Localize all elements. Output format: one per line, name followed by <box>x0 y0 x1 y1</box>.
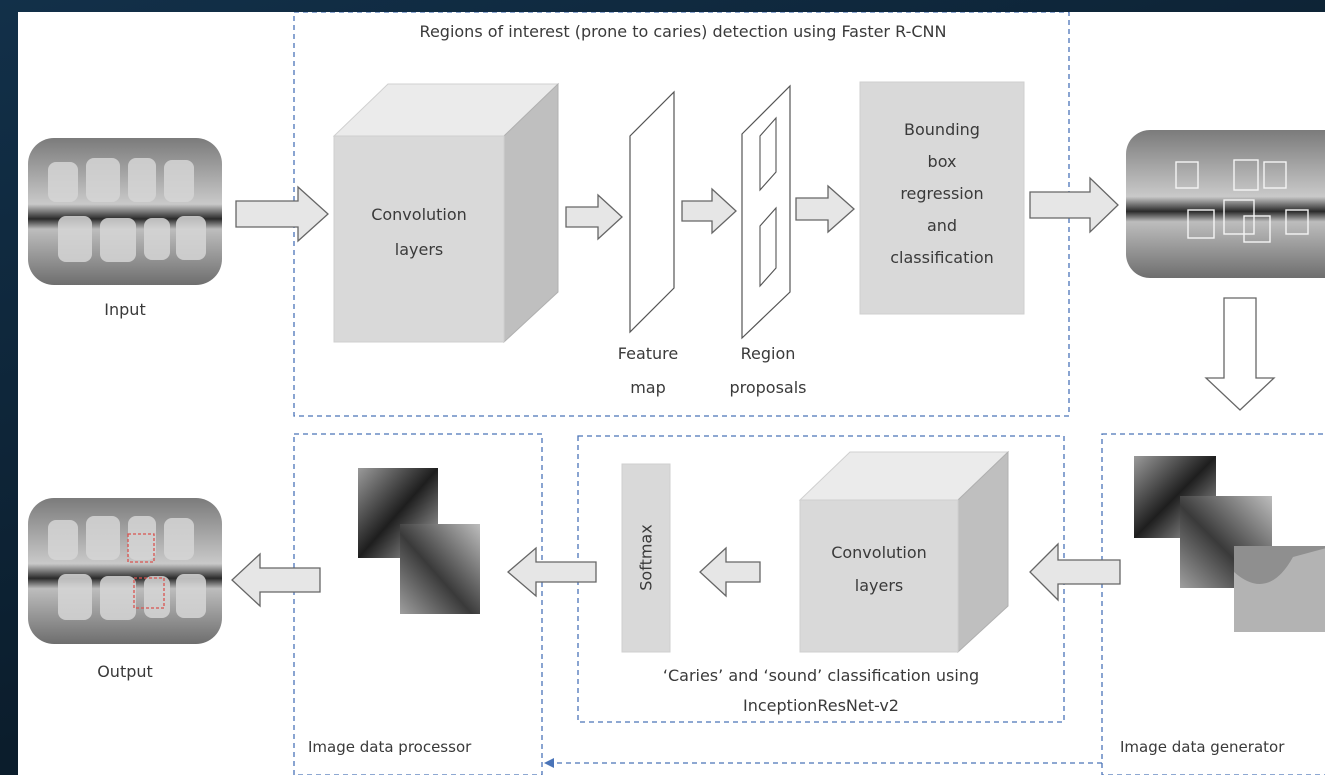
arrow-input-to-conv <box>235 185 329 243</box>
generator-label: Image data generator <box>1120 738 1285 756</box>
arrow-conv-to-softmax <box>699 546 761 598</box>
output-label: Output <box>97 662 153 681</box>
generator-patches <box>1134 456 1325 632</box>
processor-label: Image data processor <box>308 738 472 756</box>
bbox-label-line-3: regression <box>900 184 984 203</box>
arrow-processor-to-output <box>231 552 321 608</box>
frcnn-title: Regions of interest (prone to caries) de… <box>419 22 947 41</box>
feature-map-label-line-1: Feature <box>617 344 679 363</box>
region-proposals-shape <box>741 84 791 340</box>
feedback-dashed-arrow <box>544 758 1102 768</box>
bbox-label-line-1: Bounding <box>904 120 980 139</box>
feature-map-shape <box>629 90 675 334</box>
output-xray-image <box>28 498 222 644</box>
region-proposals-label-line-2: proposals <box>729 378 807 397</box>
detected-xray-image <box>1126 130 1325 278</box>
classifier-region-box <box>577 435 1065 723</box>
bbox-block <box>859 81 1025 315</box>
input-label: Input <box>104 300 146 319</box>
bbox-label-line-2: box <box>927 152 957 171</box>
arrow-bbox-to-detected <box>1029 176 1119 234</box>
conv-label-line-2: layers <box>394 240 444 259</box>
pipeline-diagram <box>28 12 1325 775</box>
arrow-region-to-bbox <box>795 184 855 234</box>
softmax-label: Softmax <box>636 524 656 591</box>
diagram-panel: Regions of interest (prone to caries) de… <box>18 12 1325 775</box>
arrow-generator-to-conv <box>1029 542 1121 602</box>
bbox-label-line-4: and <box>926 216 958 235</box>
bbox-label-line-5: classification <box>890 248 994 267</box>
generator-region-box <box>1101 433 1325 775</box>
region-proposals-label-line-1: Region <box>740 344 796 363</box>
classifier-caption-line-2: InceptionResNet-v2 <box>743 696 899 715</box>
classifier-conv-label-line-2: layers <box>854 576 904 595</box>
arrow-conv-to-feature <box>565 193 623 241</box>
processor-patches <box>358 468 480 614</box>
processor-region-box <box>293 433 543 775</box>
conv-label-line-1: Convolution <box>371 205 467 224</box>
arrow-feature-to-region <box>681 187 737 235</box>
arrow-down-to-generator <box>1204 297 1276 411</box>
feature-map-label-line-2: map <box>630 378 666 397</box>
classifier-conv-cube <box>798 450 1010 654</box>
input-xray-image <box>28 138 222 285</box>
arrow-softmax-to-processor <box>507 546 597 598</box>
softmax-bar <box>621 463 671 653</box>
classifier-caption-line-1: ‘Caries’ and ‘sound’ classification usin… <box>662 666 980 685</box>
conv-layers-cube-top <box>332 82 560 344</box>
classifier-conv-label-line-1: Convolution <box>831 543 927 562</box>
